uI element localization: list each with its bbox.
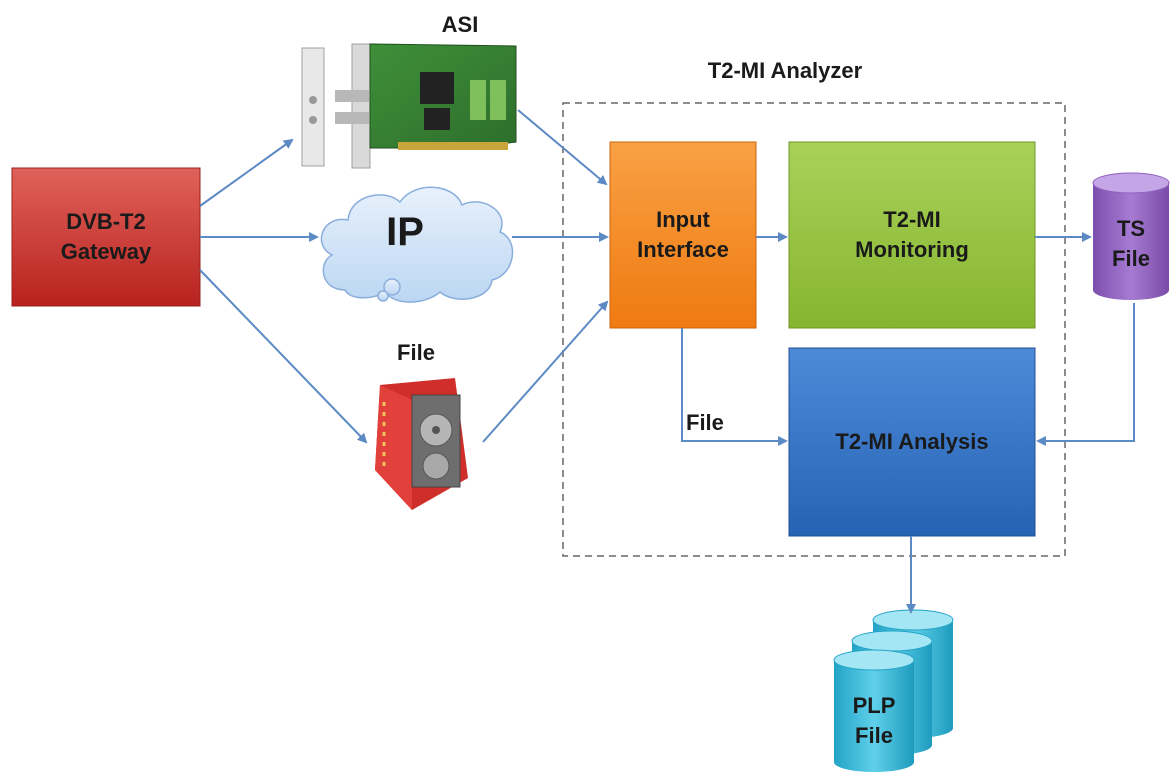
input-interface-box — [609, 141, 757, 329]
arrow-asi-to-input — [517, 109, 608, 186]
ip-label: IP — [386, 210, 424, 254]
asi-label: ASI — [441, 12, 479, 37]
file-source-icon — [375, 378, 468, 510]
gateway-box — [11, 167, 201, 307]
arrow-input-to-analysis — [681, 328, 788, 446]
monitoring-label: T2-MI Monitoring — [855, 207, 969, 262]
ip-cloud-icon — [320, 186, 514, 303]
arrow-gateway-to-asi — [199, 138, 294, 207]
asi-card-icon — [301, 43, 517, 169]
analyzer-boundary — [562, 102, 1066, 557]
input-interface-label: Input Interface — [637, 207, 729, 262]
file-source-label: File — [397, 340, 435, 365]
analysis-box — [788, 347, 1036, 537]
arrow-gateway-to-file — [199, 269, 368, 444]
ts-file-cylinder — [1092, 172, 1170, 300]
plp-file-label: PLP File — [852, 693, 896, 748]
arrow-ts-to-analysis — [1036, 303, 1135, 446]
analyzer-title: T2-MI Analyzer — [707, 58, 863, 83]
plp-file-cylinders — [833, 609, 954, 772]
analysis-label: T2-MI Analysis — [835, 429, 989, 455]
arrow-file-to-input — [482, 300, 609, 443]
ts-file-label: TS File — [1112, 216, 1150, 271]
gateway-label: DVB-T2 Gateway — [60, 209, 152, 264]
input-to-analysis-file-label: File — [686, 410, 724, 435]
monitoring-box — [788, 141, 1036, 329]
